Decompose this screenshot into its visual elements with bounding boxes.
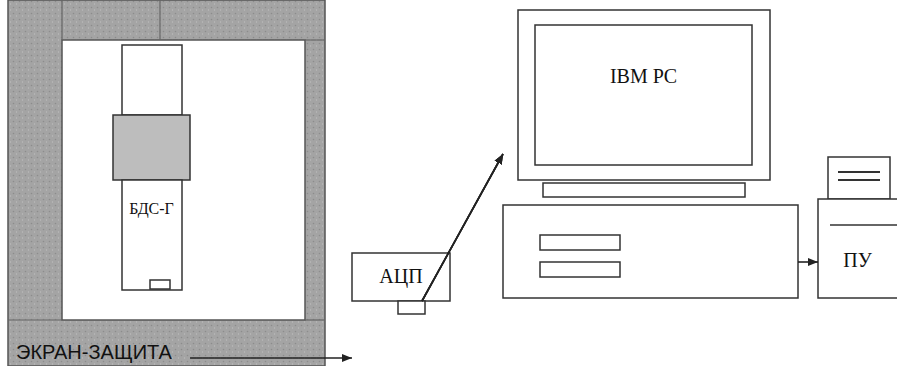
detector-drawing [113, 45, 190, 290]
node-label: БДС-Г [113, 200, 190, 218]
connector-arrow [422, 154, 503, 301]
shield-region: ЭКРАН-ЗАЩИТА БДС-Г [8, 0, 325, 366]
node-label: IBM PC [535, 65, 752, 88]
connector-arrow [190, 357, 352, 359]
connector-arrow [422, 154, 503, 301]
adc-box: АЦП [352, 253, 450, 301]
computer-drawing [503, 10, 798, 298]
connector-arrow [422, 154, 503, 301]
detector-block: БДС-Г [113, 45, 190, 290]
node-label: ПУ [818, 249, 897, 272]
connector-arrow [798, 261, 818, 263]
computer-unit: IBM PC [503, 10, 798, 298]
node-label: АЦП [352, 265, 450, 288]
adc-drawing [352, 253, 450, 314]
printer-unit: ПУ [818, 157, 897, 298]
node-label: ЭКРАН-ЗАЩИТА [16, 341, 316, 364]
printer-drawing [818, 157, 897, 298]
shield-drawing [8, 0, 325, 366]
